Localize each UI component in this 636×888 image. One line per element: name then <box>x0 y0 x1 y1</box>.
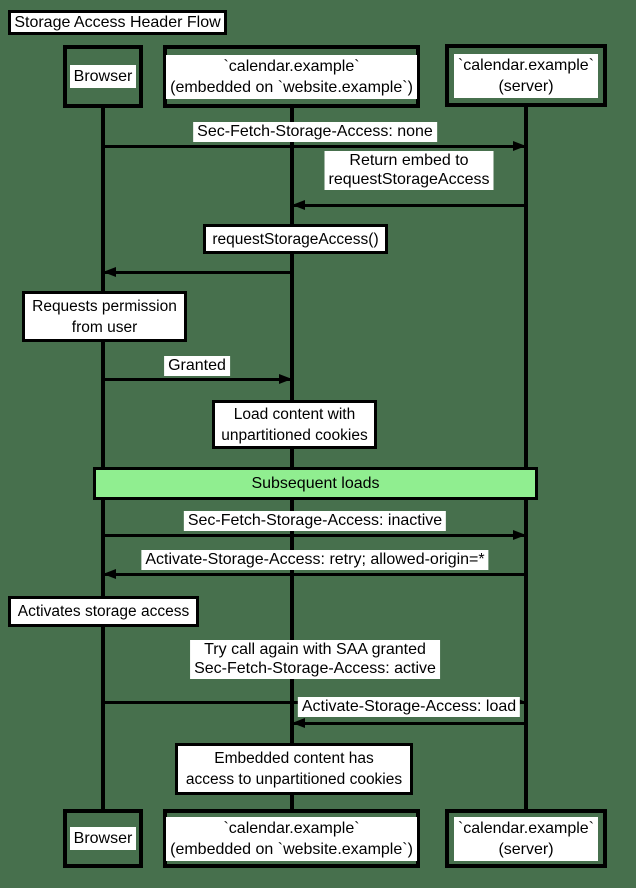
participant-label: `calendar.example` <box>457 56 595 74</box>
arrowhead-left-icon <box>292 200 305 210</box>
participant-browser-top: Browser <box>63 45 143 108</box>
message-arrow-line <box>294 204 524 207</box>
message-arrow-line <box>294 722 524 725</box>
note-requests-permission: Requests permission from user <box>22 291 187 342</box>
lifeline-embed <box>290 107 294 810</box>
note-load-content: Load content with unpartitioned cookies <box>212 400 377 449</box>
note-activates-storage-access: Activates storage access <box>8 596 199 627</box>
section-band-label: Subsequent loads <box>251 474 380 492</box>
participant-label: `calendar.example` <box>223 819 360 837</box>
arrowhead-right-icon <box>513 141 526 151</box>
message-label: Try call again with SAA granted Sec-Fetc… <box>190 640 440 679</box>
section-band-subsequent-loads: Subsequent loads <box>93 467 538 500</box>
message-arrow-line <box>103 378 290 381</box>
note-embedded-content-access: Embedded content has access to unpartiti… <box>175 743 413 795</box>
message-arrow-line <box>105 573 524 576</box>
participant-label: `calendar.example` <box>457 819 595 837</box>
participant-embed-top: `calendar.example` (embedded on `website… <box>163 45 420 108</box>
message-label: Activate-Storage-Access: retry; allowed-… <box>141 550 489 570</box>
message-label: Sec-Fetch-Storage-Access: none <box>193 122 437 142</box>
diagram-title-text: Storage Access Header Flow <box>14 13 221 31</box>
message-arrow-line <box>105 271 292 274</box>
participant-server-top: `calendar.example` (server) <box>445 44 607 107</box>
participant-sublabel: (embedded on `website.example`) <box>170 840 413 858</box>
participant-browser-bottom: Browser <box>63 809 143 868</box>
participant-sublabel: (embedded on `website.example`) <box>170 78 413 96</box>
participant-label: Browser <box>73 830 133 847</box>
message-arrow-line <box>103 145 524 148</box>
arrowhead-left-icon <box>292 718 305 728</box>
diagram-title: Storage Access Header Flow <box>8 10 227 35</box>
note-request-storage-access: requestStorageAccess() <box>203 224 388 254</box>
message-arrow-line <box>103 534 524 537</box>
arrowhead-right-icon <box>279 374 292 384</box>
arrowhead-left-icon <box>103 267 116 277</box>
participant-label: `calendar.example` <box>223 57 360 75</box>
arrowhead-left-icon <box>103 569 116 579</box>
participant-sublabel: (server) <box>498 77 554 95</box>
arrowhead-right-icon <box>513 530 526 540</box>
lifeline-server <box>524 106 528 810</box>
message-label: Sec-Fetch-Storage-Access: inactive <box>183 511 447 531</box>
message-label: Granted <box>164 356 230 376</box>
participant-server-bottom: `calendar.example` (server) <box>445 809 607 868</box>
participant-label: Browser <box>73 68 133 85</box>
message-label: Return embed to requestStorageAccess <box>324 151 494 190</box>
lifeline-browser <box>101 107 105 810</box>
participant-embed-bottom: `calendar.example` (embedded on `website… <box>163 809 420 868</box>
participant-sublabel: (server) <box>498 840 554 858</box>
message-label: Activate-Storage-Access: load <box>297 697 521 717</box>
